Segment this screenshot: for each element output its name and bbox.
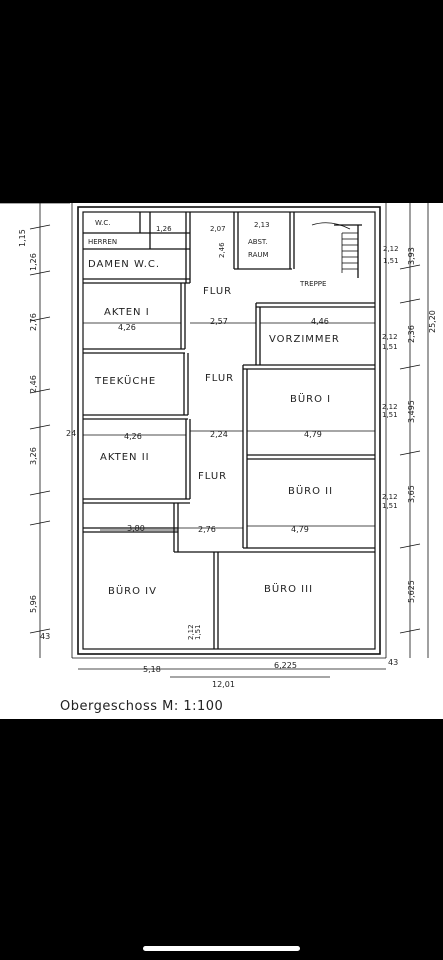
dimension-lines xyxy=(0,203,429,678)
dim-bottom-43: 43 xyxy=(388,658,398,667)
dim-flur-c: 2,76 xyxy=(198,525,216,534)
floor-plan-sheet: W.C. HERREN DAMEN W.C. ABST. RAUM TREPPE… xyxy=(0,203,443,719)
dim-right-236: 2,36 xyxy=(407,325,416,343)
room-vorzimmer-label: VORZIMMER xyxy=(269,334,340,345)
room-flur-label-3: FLUR xyxy=(198,471,227,482)
dim-buero-2: 4,79 xyxy=(291,525,309,534)
room-buero-1-label: BÜRO I xyxy=(290,392,331,405)
dim-24: 24 xyxy=(66,429,76,438)
dim-left-246: 2,46 xyxy=(29,375,38,393)
dim-right-total: 25,20 xyxy=(428,310,437,333)
dim-left-115: 1,15 xyxy=(18,229,27,247)
plan-caption: Obergeschoss M: 1:100 xyxy=(60,699,223,714)
stair-treads xyxy=(311,222,358,273)
room-flur-label-2: FLUR xyxy=(205,373,234,384)
dim-door-151a: 1,51 xyxy=(383,257,399,265)
dim-door-151b: 1,51 xyxy=(382,343,398,351)
dim-flur-a: 2,57 xyxy=(210,317,228,326)
dim-left-326: 3,26 xyxy=(29,447,38,465)
dim-right-562: 5,625 xyxy=(407,580,416,603)
room-herren-label: HERREN xyxy=(88,238,117,246)
dim-bottom-right: 6,225 xyxy=(274,661,297,670)
dim-buero-1: 4,79 xyxy=(304,430,322,439)
dim-right-349: 3,495 xyxy=(407,400,416,423)
dim-vorzimmer: 4,46 xyxy=(311,317,329,326)
room-damen-wc-label: DAMEN W.C. xyxy=(88,259,160,270)
dim-right-365: 3,65 xyxy=(407,485,416,503)
room-buero-4-label: BÜRO IV xyxy=(108,584,157,597)
room-teekueche-label: TEEKÜCHE xyxy=(94,374,156,387)
room-buero-3-label: BÜRO III xyxy=(264,582,313,595)
floor-plan-drawing: W.C. HERREN DAMEN W.C. ABST. RAUM TREPPE… xyxy=(0,203,437,714)
dim-left-126: 1,26 xyxy=(29,253,38,271)
dim-left-276: 2,76 xyxy=(29,313,38,331)
room-abstellraum-label-2: RAUM xyxy=(248,251,269,259)
dim-akten-2: 4,26 xyxy=(124,432,142,441)
dimension-labels: 4,26 2,57 4,46 4,26 2,24 4,79 4,79 2,76 … xyxy=(18,221,437,689)
interior-walls xyxy=(83,212,375,649)
room-labels: W.C. HERREN DAMEN W.C. ABST. RAUM TREPPE… xyxy=(88,219,340,597)
room-abstellraum-label-1: ABST. xyxy=(248,238,268,246)
dim-door-212c: 2,12 xyxy=(382,403,398,411)
dim-213: 2,13 xyxy=(254,221,270,229)
dim-door-151c: 1,51 xyxy=(382,411,398,419)
dim-door-151e: 1,51 xyxy=(194,624,202,640)
dim-bottom-left: 5,18 xyxy=(143,665,161,674)
room-wc-label: W.C. xyxy=(95,219,110,227)
dim-buero-4: 3,80 xyxy=(127,524,145,533)
dim-left-596: 5,96 xyxy=(29,595,38,613)
dim-right-393: 3,93 xyxy=(407,247,416,265)
dim-door-212d: 2,12 xyxy=(382,493,398,501)
dim-total-width: 12,01 xyxy=(212,680,235,689)
room-buero-2-label: BÜRO II xyxy=(288,484,333,497)
dim-door-212a: 2,12 xyxy=(383,245,399,253)
dim-door-151d: 1,51 xyxy=(382,502,398,510)
room-flur-label-1: FLUR xyxy=(203,286,232,297)
room-akten-1-label: AKTEN I xyxy=(104,307,150,318)
dim-left-43: 43 xyxy=(40,632,50,641)
dim-akten-1: 4,26 xyxy=(118,323,136,332)
dim-126: 1,26 xyxy=(156,225,172,233)
dim-door-212e: 2,12 xyxy=(187,624,195,640)
dim-door-212b: 2,12 xyxy=(382,333,398,341)
room-akten-2-label: AKTEN II xyxy=(100,452,150,463)
dim-flur-b: 2,24 xyxy=(210,430,228,439)
dim-207: 2,07 xyxy=(210,225,226,233)
dim-246: 2,46 xyxy=(218,242,226,258)
room-treppe-label: TREPPE xyxy=(299,280,326,288)
home-indicator[interactable] xyxy=(143,946,300,951)
outer-walls xyxy=(71,203,387,659)
